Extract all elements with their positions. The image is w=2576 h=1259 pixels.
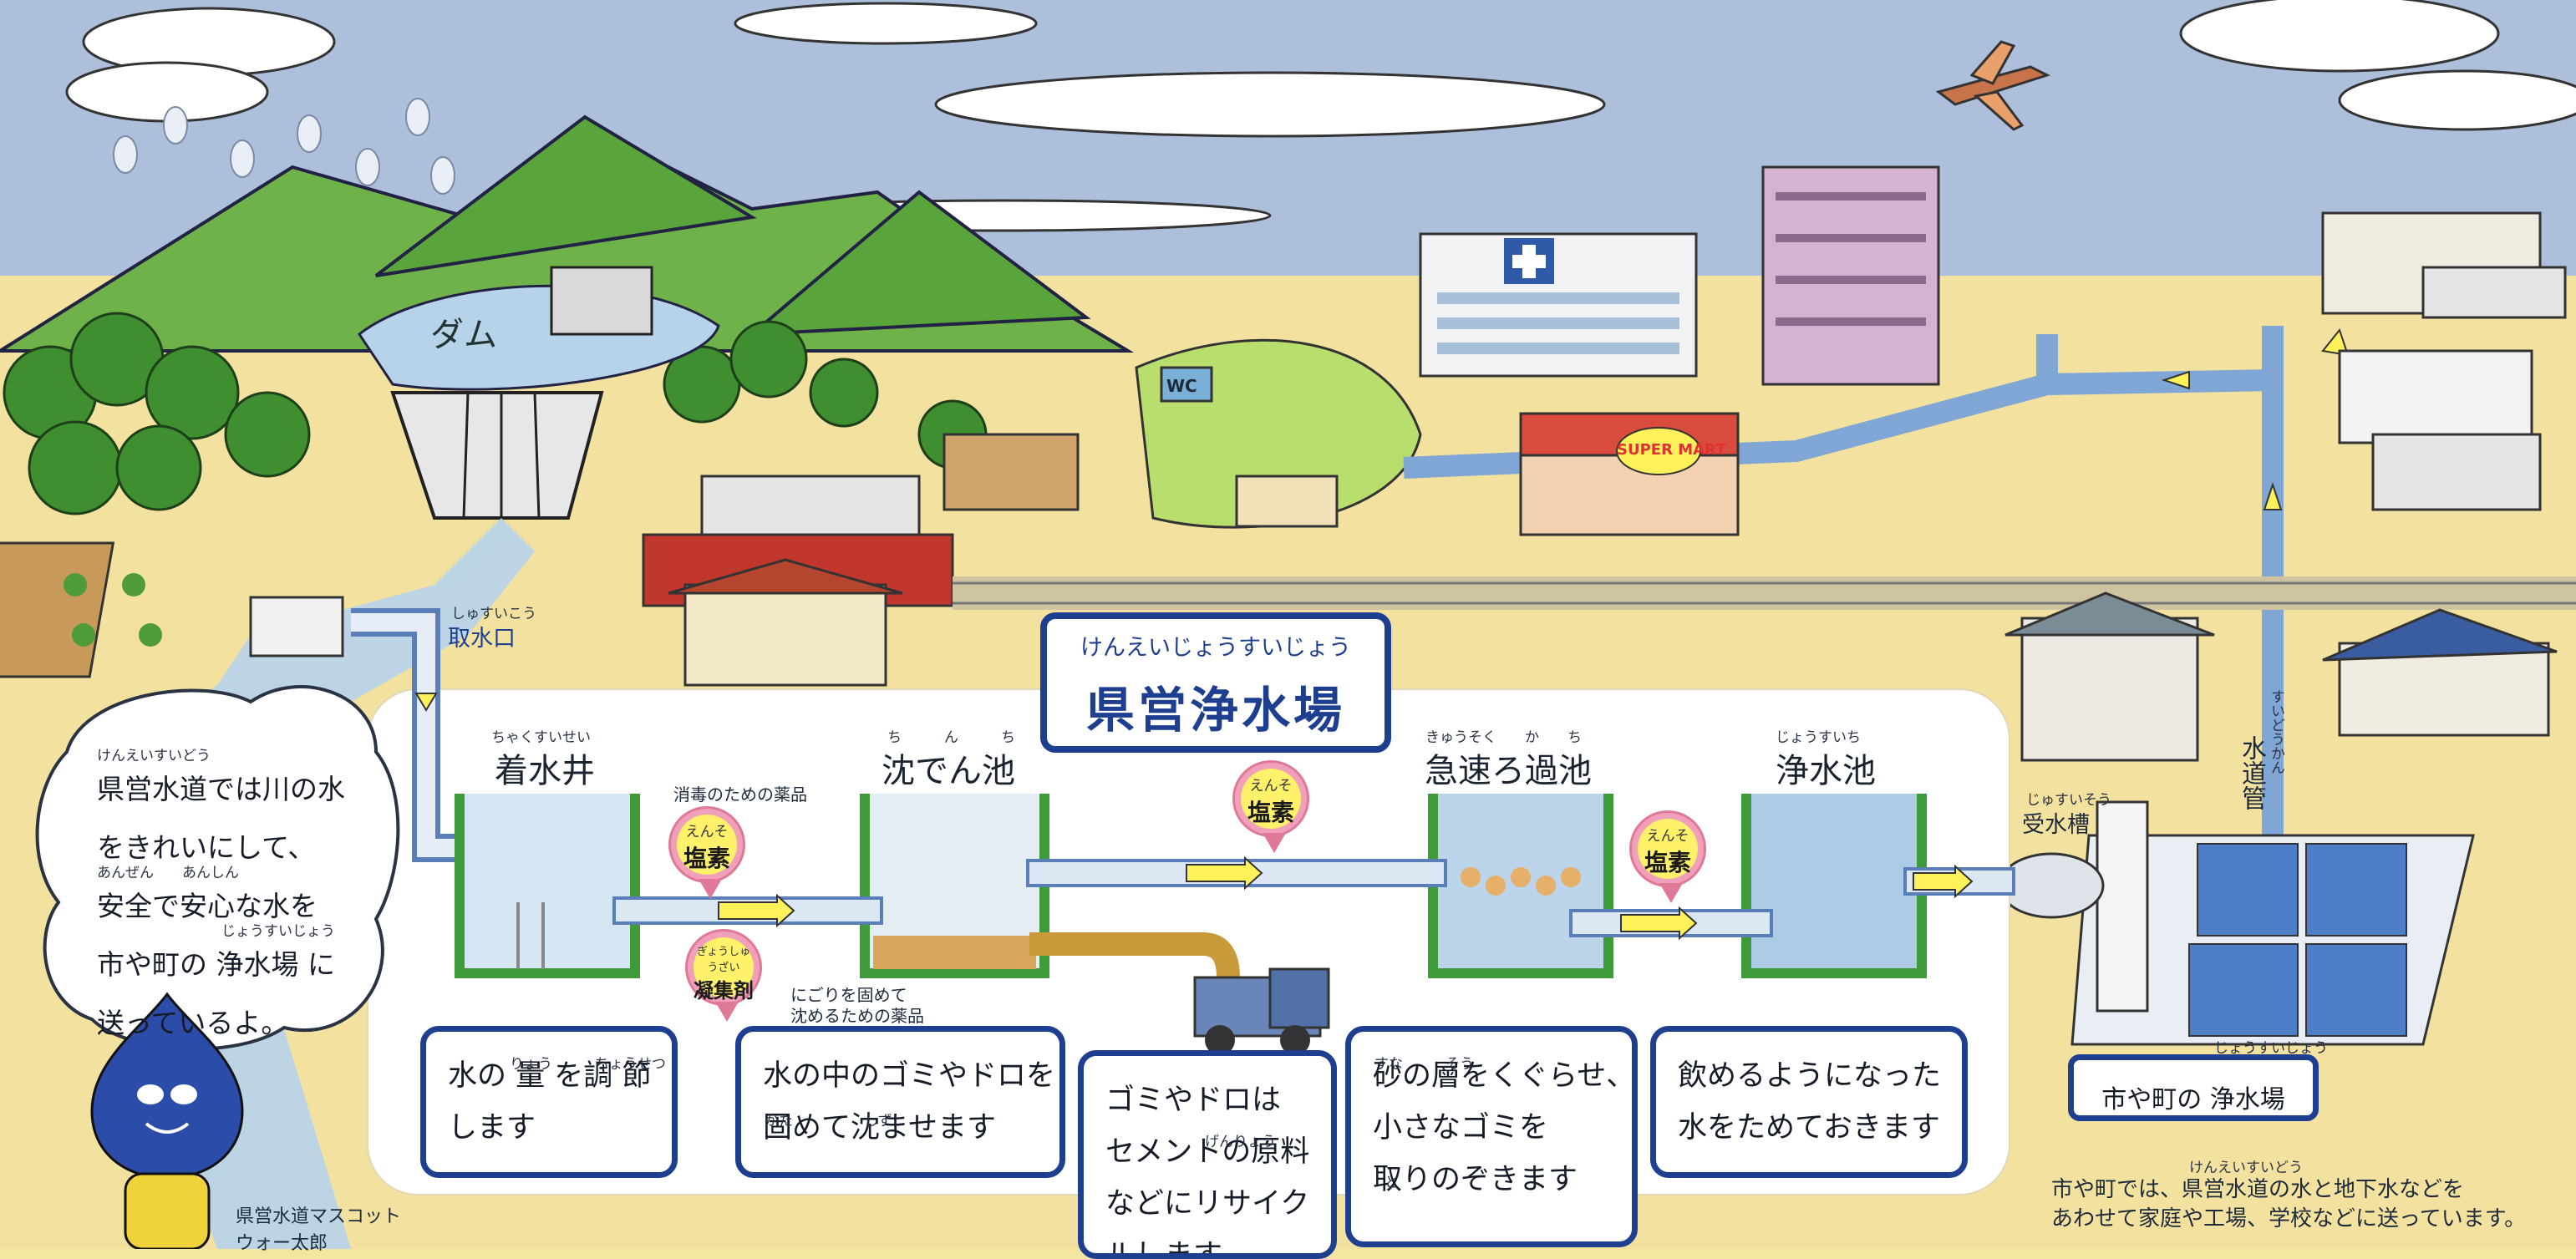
receiving-tank-ruby: じゅすいそう [2026,792,2111,809]
callout-ruby: すな そう [1374,1056,1474,1073]
railway [953,576,2576,610]
intake-building [249,596,344,657]
wc-sign: WC [1166,376,1197,396]
rapid-filter-ruby: きゅうそく か ち [1425,729,1582,746]
clear-well-ruby: じょうすいち [1776,729,1861,746]
mascot-speech: けんえいすいどう あんぜん あんしん じょうすいじょう 県営水道では川の水 をき… [50,693,384,1044]
callout-ruby: げんりょう [1205,1134,1276,1150]
callout-line: 水をためておきます [1678,1111,1940,1145]
sedimentation-label: 沈でん池 [882,752,1015,790]
dam-label: ダム [430,316,497,354]
speech-ruby-anzen: あんぜん あんしん [97,865,239,881]
callout-rapid-filter: すな そう と 砂の層をくぐらせ、 小さなゴミを 取りのぞきます [1345,1026,1638,1247]
mascot-caption-1: 県営水道マスコット [236,1206,402,1227]
supermart-sign: SUPER MART [1617,441,1726,459]
speech-line: 市や町の 浄水場 に [97,948,335,981]
tank-rapid-filter [1428,794,1613,978]
hospital [1419,232,1698,378]
callout-line: などにリサイク [1105,1187,1310,1221]
tank-sedimentation [860,794,1049,978]
speech-line: 安全で安心な水を [97,890,318,922]
main-title-ruby: けんえいじょうすいじょう [1080,635,1351,661]
airplane [1935,40,2050,131]
callout-line: 水の中のゴミやドロを [763,1059,1056,1093]
callout-ruby: と [1385,1175,1399,1191]
station-house [683,583,887,687]
rice-field [0,541,162,678]
tank-clear-well [1741,794,1927,978]
callout-line: ルします [1105,1239,1223,1259]
receiving-tank-label: 受水槽 [2022,812,2090,838]
coagulant-note-2: 沈めるための薬品 [790,1006,924,1026]
intake-label: 取水口 [448,626,516,652]
dump-truck [1193,967,1330,1055]
city-plant-label: 市や町の 浄水場 [2068,1054,2319,1121]
flow-arrows [718,855,1974,941]
main-title: 県営浄水場 [1085,682,1345,739]
callout-line: 飲めるようになった [1678,1059,1942,1093]
water-pipe-ruby: すいどうかん [2268,689,2284,774]
receiving-well-label: 着水井 [495,752,595,790]
dam-wall [390,391,604,520]
coagulant-note-1: にごりを固めて [790,985,907,1005]
callout-line: 砂の層をくぐらせ、 [1373,1059,1636,1093]
mascot-wootaro [90,992,244,1249]
main-title-box: けんえいじょうすいじょう 県営浄水場 [1040,612,1391,753]
callout-line: ゴミやドロは [1105,1084,1282,1117]
callout-recycle: げんりょう ゴミやドロは セメントの原料 などにリサイク ルします [1078,1050,1337,1259]
forest [3,312,1067,515]
pipe-arrow [414,693,438,712]
callout-line: セメントの原料 [1105,1135,1310,1169]
mountains [0,114,1135,353]
chlorine-badge-2: えんそ塩素 [1232,760,1309,853]
sedimentation-ruby: ち ん ち [887,729,1015,746]
chlorine-badge-3: えんそ塩素 [1629,810,1706,903]
city-josuijo-ruby: じょうすいじょう [2214,1040,2328,1057]
callout-ruby: りょう ちょうせつ [510,1056,666,1073]
callout-line: します [448,1111,536,1145]
disinfect-note: 消毒のための薬品 [673,784,807,805]
intake-ruby: しゅすいこう [451,606,536,622]
speech-line: 送っているよ。 [97,1007,289,1039]
coagulant-badge: ぎょうしゅうざい凝集剤 [685,929,762,1022]
city-note-ruby: けんえいすいどう [2189,1160,2303,1176]
school [2338,349,2533,444]
speech-ruby-josuijo: じょうすいじょう [221,923,335,940]
chlorine-badge-1: えんそ塩素 [668,806,745,899]
callout-clear-well: 飲めるようになった 水をためておきます [1650,1026,1968,1178]
callout-ruby: かた しず [765,1113,892,1130]
speech-line: 県営水道では川の水 [97,773,345,805]
callout-sedimentation: かた しず 水の中のゴミやドロを 固めて沈ませます [735,1026,1065,1178]
callout-receiving-well: りょう ちょうせつ 水の 量 を調 節 します [420,1026,678,1178]
city-note-line-1: 市や町では、県営水道の水と地下水などを [2051,1177,2465,1202]
callout-line: 水の 量 を調 節 [448,1059,652,1093]
rapid-filter-label: 急速ろ過池 [1425,752,1592,790]
clear-well-label: 浄水池 [1776,752,1876,790]
receiving-well-ruby: ちゃくすいせい [491,729,591,746]
callout-line: 取りのぞきます [1373,1163,1578,1196]
callout-line: 小さなゴミを [1373,1111,1549,1145]
house-left [2020,617,2199,762]
speech-cloud-shape [35,685,400,1051]
callout-line: 固めて沈ませます [763,1111,996,1145]
mascot-caption-2: ウォー太郎 [236,1233,328,1254]
dam-house [550,266,653,336]
city-note-line-2: あわせて家庭や工場、学校などに送っています。 [2051,1206,2527,1231]
speech-ruby-kenei: けんえいすいどう [97,748,211,764]
road-arrows [2161,327,2350,510]
speech-line: をきれいにして、 [97,831,316,864]
shrine [943,433,1080,511]
tank-receiving-well [455,794,640,978]
city-plant [2070,800,2475,1046]
water-pipe-label: 水道管 [2237,735,2266,810]
